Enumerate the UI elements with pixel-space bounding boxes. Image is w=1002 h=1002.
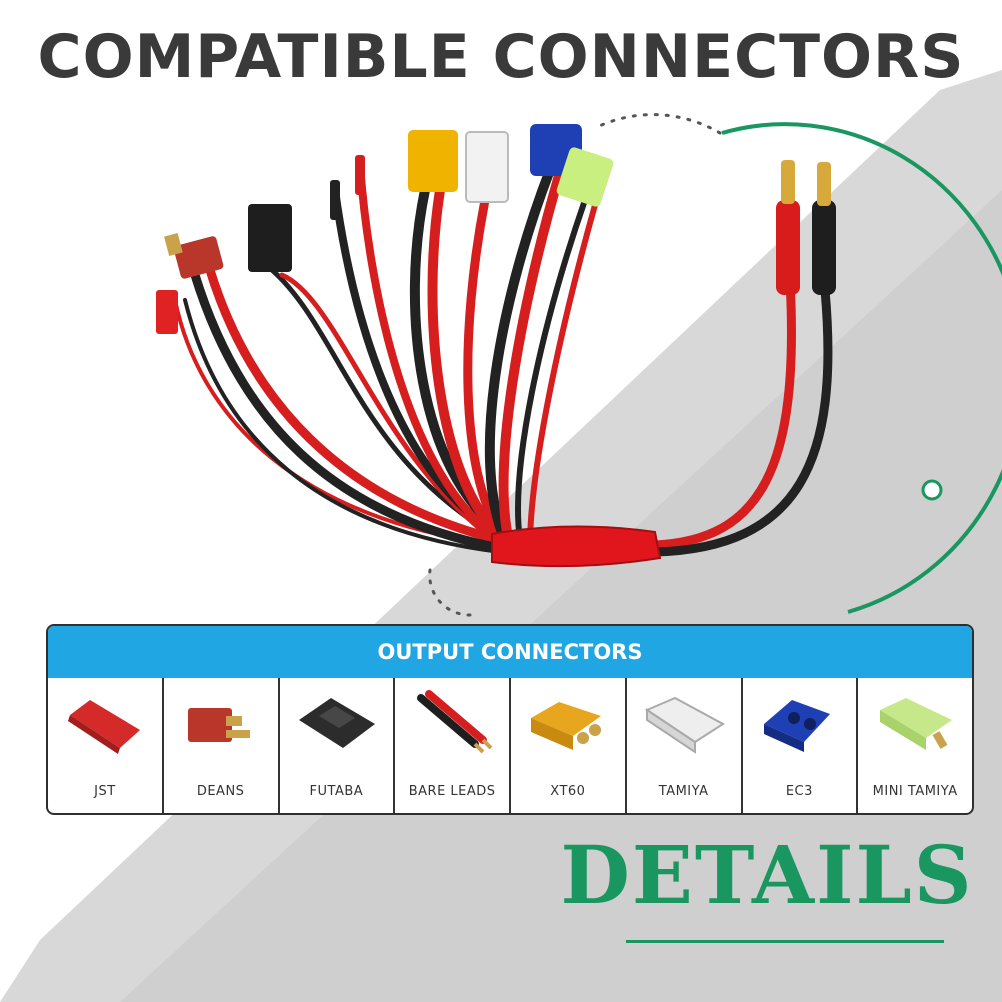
banana-plug-black <box>812 162 836 295</box>
connector-label: JST <box>94 784 116 799</box>
dotted-arc-top <box>593 113 722 135</box>
ec3-connector-icon <box>764 700 831 752</box>
mini-tamiya-plug <box>556 147 614 207</box>
connector-label: DEANS <box>196 784 245 799</box>
tamiya-connector-icon <box>644 696 725 754</box>
connector-cell-ec3: EC3 <box>740 678 857 813</box>
futaba-connector-icon <box>299 698 376 748</box>
connector-cell-bare-leads: BARE LEADS <box>393 678 509 813</box>
connector-label: FUTABA <box>309 784 364 799</box>
connector-label: TAMIYA <box>658 784 709 799</box>
output-connectors-table: OUTPUT CONNECTORS JST DEANS <box>46 624 974 815</box>
headline-title: COMPATIBLE CONNECTORS <box>37 22 965 92</box>
connector-cell-xt60: XT60 <box>509 678 625 813</box>
green-arc-line <box>721 122 1002 614</box>
wire-bundle <box>173 161 833 557</box>
connector-label: EC3 <box>785 784 813 799</box>
banana-plug-red <box>776 160 800 295</box>
connector-cell-jst: JST <box>48 678 162 813</box>
jst-plug <box>156 290 178 334</box>
xt60-plug <box>408 130 458 192</box>
deans-connector-icon <box>187 708 250 742</box>
output-connectors-header: OUTPUT CONNECTORS <box>48 626 972 678</box>
jst-connector-icon <box>67 700 140 754</box>
connector-cells: JST DEANS FUTABA <box>48 678 972 813</box>
xt60-connector-icon <box>530 702 601 750</box>
mini-tamiya-connector-icon <box>880 698 953 750</box>
connector-cell-mini-tamiya: MINI TAMIYA <box>856 678 972 813</box>
tamiya-plug <box>465 131 509 203</box>
green-arc-node <box>921 479 943 501</box>
red-pin-plug <box>355 155 365 195</box>
connector-label: MINI TAMIYA <box>872 784 958 799</box>
black-pin-plug <box>330 180 340 220</box>
details-heading: DETAILS <box>560 828 974 922</box>
details-underline <box>626 940 944 943</box>
futaba-plug <box>248 204 292 272</box>
connector-label: XT60 <box>550 784 586 799</box>
connector-label: BARE LEADS <box>408 784 496 799</box>
connector-cell-tamiya: TAMIYA <box>624 678 741 813</box>
connector-cell-deans: DEANS <box>161 678 278 813</box>
deans-plug <box>164 233 224 279</box>
connector-cell-futaba: FUTABA <box>277 678 394 813</box>
red-sleeve <box>491 525 662 568</box>
dotted-arc-bottom <box>428 568 472 617</box>
bare-leads-icon <box>417 690 493 754</box>
